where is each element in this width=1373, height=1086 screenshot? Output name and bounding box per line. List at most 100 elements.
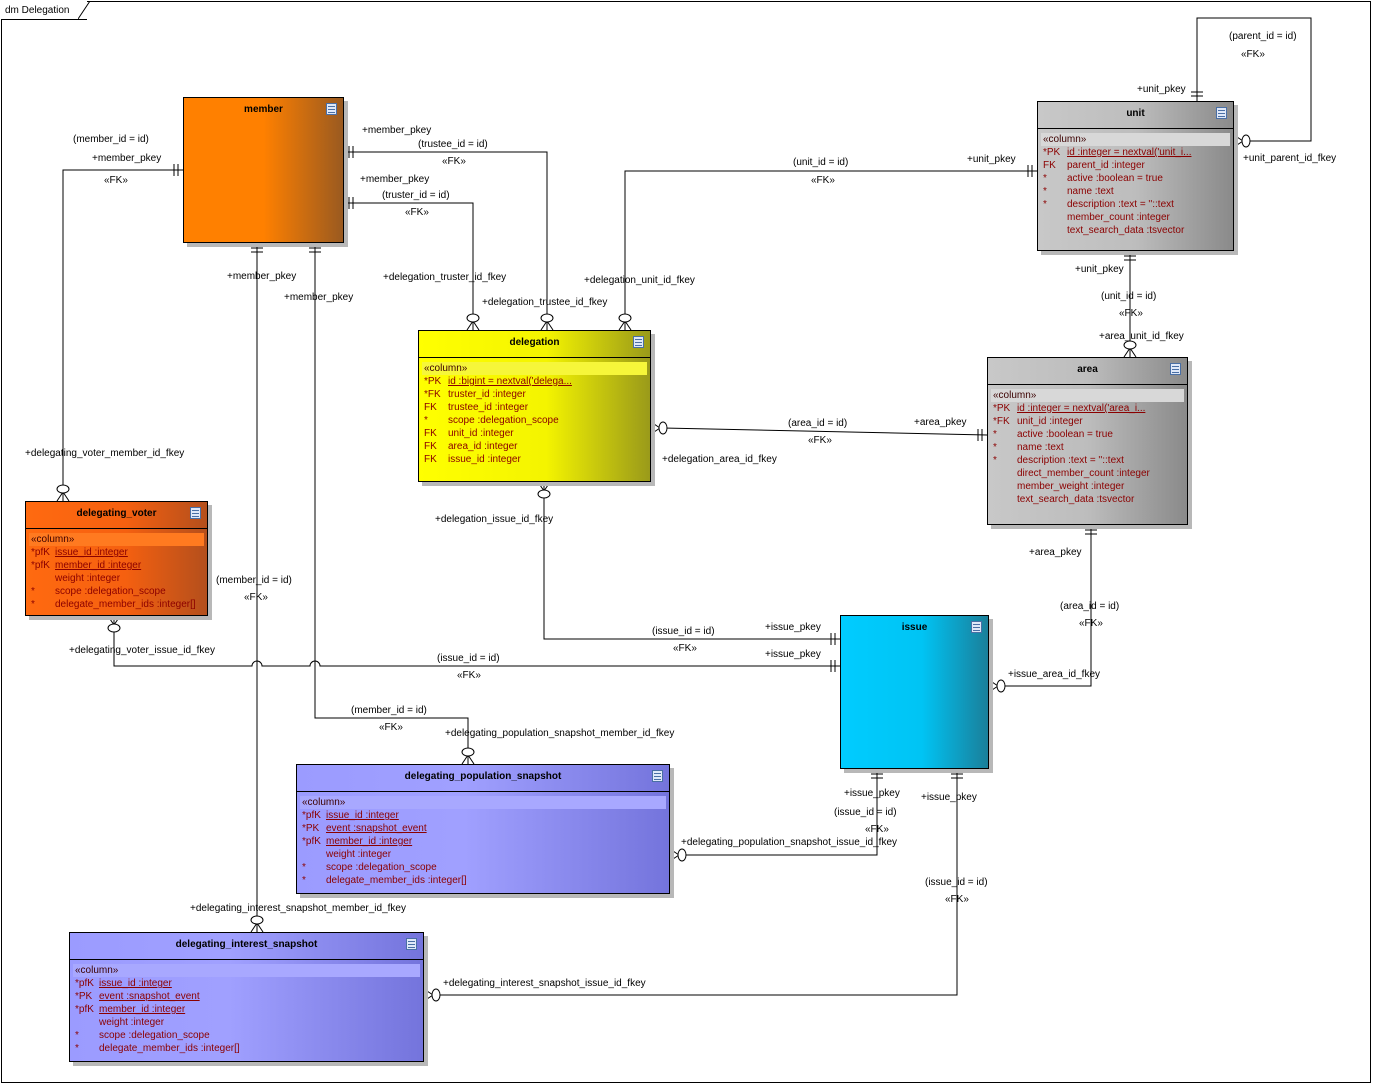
column-row[interactable]: weight :integer — [73, 1016, 420, 1029]
column-row[interactable]: text_search_data :tsvector — [991, 493, 1184, 506]
label-dv-member-pkey: +member_pkey — [92, 153, 162, 164]
label-dis-member-fk: «FK» — [244, 592, 268, 603]
label-unit-self-cond: (parent_id = id) — [1229, 31, 1297, 42]
label-dis-member-cond: (member_id = id) — [216, 575, 292, 586]
many-marker — [543, 481, 551, 492]
entity-delegating-interest-snapshot[interactable]: delegating_interest_snapshot «column»*pf… — [69, 932, 424, 1062]
column-row[interactable]: *scope :delegation_scope — [73, 1029, 420, 1042]
column-row[interactable]: member_count :integer — [1041, 211, 1230, 224]
column-definition: member_id :integer — [99, 1004, 186, 1015]
entity-title: issue — [901, 622, 928, 633]
stereotype-label: «column» — [422, 362, 647, 375]
column-key: *PK — [302, 823, 320, 834]
column-row[interactable]: *name :text — [991, 441, 1184, 454]
many-marker — [461, 747, 475, 757]
column-row[interactable]: *scope :delegation_scope — [422, 414, 647, 427]
column-definition: id :integer = nextval('area_i... — [1017, 403, 1146, 414]
column-definition: parent_id :integer — [1067, 160, 1145, 171]
table-icon — [633, 336, 644, 348]
column-definition: unit_id :integer — [448, 428, 514, 439]
column-row[interactable]: *delegate_member_ids :integer[] — [73, 1042, 420, 1055]
column-key: *PK — [75, 991, 93, 1002]
column-key: * — [31, 586, 35, 597]
column-definition: weight :integer — [55, 573, 121, 584]
column-row[interactable]: *active :boolean = true — [1041, 172, 1230, 185]
column-row[interactable]: weight :integer — [29, 572, 204, 585]
rel-delegation-issue — [543, 494, 840, 640]
column-row[interactable]: *delegate_member_ids :integer[] — [29, 598, 204, 611]
label-dis-member-fkey: +delegating_interest_snapshot_member_id_… — [190, 903, 406, 914]
label-darea-fkey: +delegation_area_id_fkey — [662, 454, 777, 465]
column-definition: id :bigint = nextval('delega... — [448, 376, 572, 387]
column-row[interactable]: *description :text = ''::text — [991, 454, 1184, 467]
column-key: *PK — [424, 376, 442, 387]
column-row[interactable]: *PK id :bigint = nextval('delega... — [422, 375, 647, 388]
column-row[interactable]: member_weight :integer — [991, 480, 1184, 493]
entity-title: area — [1077, 364, 1098, 375]
table-icon — [652, 770, 663, 782]
label-dvissue-fkey: +delegating_voter_issue_id_fkey — [69, 645, 215, 656]
many-marker — [546, 320, 554, 331]
label-dis-issue-pkey: +issue_pkey — [921, 792, 977, 803]
many-marker — [472, 320, 480, 331]
rel-dis-issue — [437, 769, 958, 996]
column-definition: trustee_id :integer — [448, 402, 529, 413]
column-row[interactable]: *active :boolean = true — [991, 428, 1184, 441]
column-definition: member_weight :integer — [1017, 481, 1125, 492]
label-dv-member-fkey: +delegating_voter_member_id_fkey — [25, 448, 185, 459]
column-definition: id :integer = nextval('unit_i... — [1067, 147, 1192, 158]
label-area-unit-fkey: +area_unit_id_fkey — [1099, 331, 1184, 342]
label-truster-fkey: +delegation_truster_id_fkey — [383, 272, 507, 283]
column-key: FK — [424, 402, 437, 413]
column-row[interactable]: *description :text = ''::text — [1041, 198, 1230, 211]
many-marker — [423, 988, 434, 996]
column-row[interactable]: *scope :delegation_scope — [300, 861, 666, 874]
column-row[interactable]: weight :integer — [300, 848, 666, 861]
label-truster-cond: (truster_id = id) — [382, 190, 450, 201]
column-row[interactable]: text_search_data :tsvector — [1041, 224, 1230, 237]
column-row[interactable]: FK trustee_id :integer — [422, 401, 647, 414]
entity-member[interactable]: member — [183, 97, 344, 243]
column-row[interactable]: *name :text — [1041, 185, 1230, 198]
column-row[interactable]: direct_member_count :integer — [991, 467, 1184, 480]
entity-issue[interactable]: issue — [840, 615, 989, 769]
column-key: FK — [424, 454, 437, 465]
rel-issue-area — [1002, 525, 1092, 687]
label-area-unit-cond: (unit_id = id) — [1101, 291, 1157, 302]
column-definition: scope :delegation_scope — [448, 415, 559, 426]
label-dunit-cond: (unit_id = id) — [793, 157, 849, 168]
label-dunit-pkey: +unit_pkey — [967, 154, 1016, 165]
column-definition: weight :integer — [326, 849, 392, 860]
column-definition: member_id :integer — [326, 836, 413, 847]
column-row[interactable]: *scope :delegation_scope — [29, 585, 204, 598]
many-marker — [250, 915, 264, 925]
many-marker — [1123, 347, 1131, 358]
column-row[interactable]: *delegate_member_ids :integer[] — [300, 874, 666, 887]
column-key: * — [993, 429, 997, 440]
label-dvissue-fk: «FK» — [457, 670, 481, 681]
entity-delegating-population-snapshot[interactable]: delegating_population_snapshot «column»*… — [296, 764, 670, 894]
many-marker — [56, 491, 64, 502]
label-darea-cond: (area_id = id) — [788, 418, 848, 429]
